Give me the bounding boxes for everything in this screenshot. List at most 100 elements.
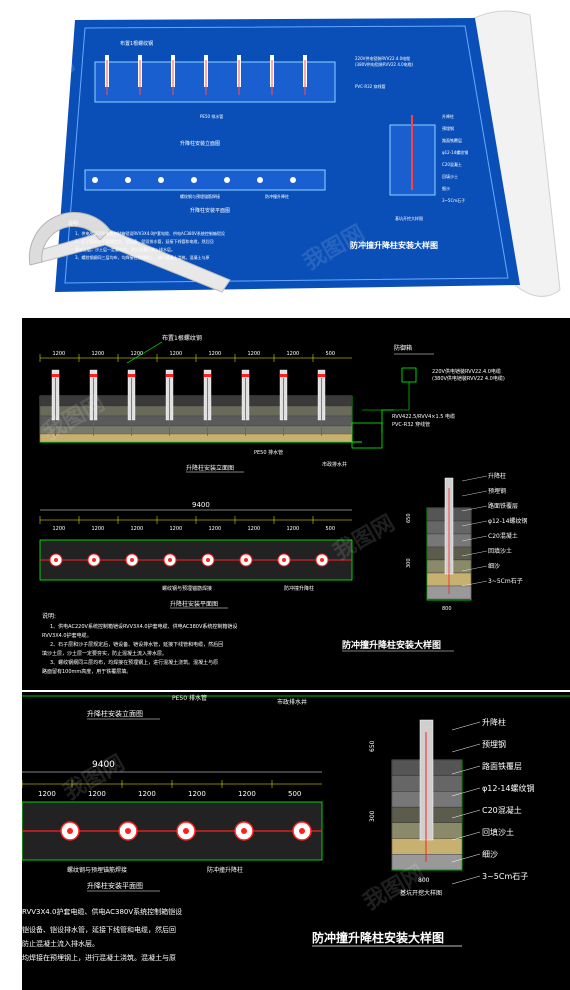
p2-elev-layer <box>39 395 353 407</box>
p2-plan-post-core <box>54 558 58 562</box>
p2-top-dim-label: 1200 <box>170 351 183 357</box>
p3-detail-leader <box>451 831 481 841</box>
p3-main-title: 防冲撞升降柱安装大样图 <box>312 930 444 945</box>
elevation-layers <box>39 395 353 443</box>
p3-detail-leader <box>451 787 481 797</box>
p2-detail-label: 细沙 <box>488 562 500 570</box>
p3-plan-post-core <box>125 828 131 834</box>
p2-note-3: 填沙土层，沙土层一定要夯实，防止混凝土流入排水层。 <box>42 650 167 657</box>
protractor-icon <box>28 212 111 266</box>
p2-plan-label-1: 螺纹钢与预埋锚筋焊接 <box>162 585 212 592</box>
p2-detail-label: C20混凝土 <box>488 532 518 540</box>
p3-drain-label: PE50 排水管 <box>172 694 207 702</box>
p2-note-2: 2、石子层和沙子层规定后，铠设备、铠设排水管，延接下线管和电缆，然后回 <box>50 641 223 648</box>
p2-plan-total: 9400 <box>192 501 210 509</box>
p2-detail-label: 预埋钢 <box>488 487 506 495</box>
p2-detail-label: 回填沙土 <box>488 547 512 555</box>
p3-detail-leader <box>451 809 481 819</box>
bp-detail-label-6: 细沙 <box>442 185 450 191</box>
p2-plan-dim-label: 1200 <box>248 526 261 532</box>
bp-detail-label-1: 预埋钢 <box>442 125 454 131</box>
bp-plan-circle <box>257 177 263 183</box>
p3-plan-title: 升降柱安装平面图 <box>87 881 143 890</box>
blueprint-drawing: 布置1根螺纹钢 220V供电铠装RVV22.4.0电缆 (380V供电铠装RVV… <box>28 10 561 297</box>
p2-bollard-band <box>128 374 135 377</box>
p2-box-label: 防御箱 <box>394 344 412 352</box>
p2-note-5: 路面留有100mm高度，用于铁覆层填。 <box>42 668 131 675</box>
p3-plan-dim-label: 1200 <box>88 790 106 798</box>
p2-top-dim-label: 1200 <box>248 351 261 357</box>
p2-detail-leader <box>461 490 488 497</box>
p2-plan-post-core <box>92 558 96 562</box>
p2-elev-layer <box>39 415 353 427</box>
bp-top-label: 布置1根螺纹钢 <box>120 40 153 47</box>
p3-plan-post-core <box>67 828 73 834</box>
p3-detail-layer <box>391 854 463 871</box>
p3-note-1: 铠设备、铠设排水管，延接下线管和电缆，然后回 <box>22 925 176 934</box>
p3-plan-post-core <box>241 828 247 834</box>
p2-pipe-note: PVC-R32 穿线管 <box>392 421 430 428</box>
p2-top-label: 布置1根螺纹钢 <box>162 334 202 342</box>
p2-detail-leader <box>461 520 488 527</box>
p2-plan-post-core <box>206 558 210 562</box>
p3-detail-title: 基坑开挖大样图 <box>400 889 442 897</box>
p2-elev-layer <box>39 405 353 417</box>
p2-note-1: RVV3X4.0护套电缆。 <box>42 632 92 639</box>
p3-detail-label: 回填沙土 <box>482 827 514 837</box>
bp-detail-label-7: 3~5Cm石子 <box>442 197 465 203</box>
bp-detail-label-5: 回填沙土 <box>442 173 458 179</box>
p3-elev-title: 升降柱安装立面图 <box>87 709 143 718</box>
p3-detail-leader <box>451 765 481 775</box>
p2-detail-label: 3~5Cm石子 <box>488 578 523 585</box>
p2-plan-dim-label: 500 <box>326 526 336 532</box>
bp-drain-label: PE50 排水管 <box>200 113 223 119</box>
p2-bollard-band <box>90 374 97 377</box>
p2-detail-dim-0: 650 <box>406 513 412 523</box>
bp-note-1: 2、石子层和沙子层规定后，铠设备、铠设排水管，延接下线管和电缆，然后回 <box>75 238 214 244</box>
p2-top-leader <box>126 341 163 364</box>
bp-cable-note-1: 220V供电铠装RVV22.4.0电缆 <box>355 55 410 61</box>
bp-cable-note-2: (380V供电铠装RVV22 4.0电缆) <box>355 61 414 67</box>
bp-elev-title: 升降柱安装立面图 <box>180 140 220 147</box>
bp-plan-circle <box>290 177 296 183</box>
bp-detail-label-2: 路面铁覆层 <box>442 137 462 143</box>
p2-detail-label: 升降柱 <box>488 472 506 480</box>
bp-note-0: 1、供电AC220V系统控制箱铠设RVV3X4.0护套电缆、供电AC380V系统… <box>75 230 225 236</box>
p3-plan-post-core <box>183 828 189 834</box>
p3-detail-leader <box>451 743 481 753</box>
bp-pipe-note: PVC-R32 穿线管 <box>355 83 386 89</box>
p2-elev-layer <box>39 433 353 443</box>
p3-plan-dim-label: 1200 <box>38 790 56 798</box>
p2-plan-post-core <box>168 558 172 562</box>
p2-plan-label-2: 防冲撞升降柱 <box>284 585 314 592</box>
elevation-block <box>94 61 336 103</box>
p3-plan-dim-label: 1200 <box>138 790 156 798</box>
p2-detail-dim-1: 300 <box>406 558 412 568</box>
p3-plan-dim-label: 1200 <box>188 790 206 798</box>
p2-top-dim-label: 1200 <box>53 351 66 357</box>
p3-detail-leader <box>451 721 481 731</box>
p2-detail-leader <box>461 475 488 482</box>
p2-plan-post-core <box>320 558 324 562</box>
bp-plan-label-2: 防冲撞升降柱 <box>265 193 289 199</box>
bp-note-2: 填沙土层，沙土层一定要夯实，防止混凝土流入排水层。 <box>75 246 175 252</box>
bp-main-title: 防冲撞升降柱安装大样图 <box>350 240 438 250</box>
p2-detail-label: 路面铁覆层 <box>488 502 518 510</box>
p3-note-0: RVV3X4.0护套电缆、供电AC380V系统控制箱铠设 <box>22 907 182 916</box>
paper-roll <box>469 10 561 297</box>
bp-plan-circle <box>224 177 230 183</box>
p2-detail-leader <box>461 565 488 572</box>
p3-plan-total: 9400 <box>92 760 115 770</box>
p3-detail-label: C20混凝土 <box>482 805 522 815</box>
p2-top-dim-label: 1200 <box>209 351 222 357</box>
p2-note-4: 3、螺纹钢纲同三层均布，均焊接在预埋钢上，进行混凝土浇筑。混凝土与原 <box>50 659 218 666</box>
p2-main-title: 防冲撞升降柱安装大样图 <box>342 639 441 651</box>
p2-notes-head: 说明: <box>42 612 56 620</box>
bp-plan-circle <box>92 177 98 183</box>
